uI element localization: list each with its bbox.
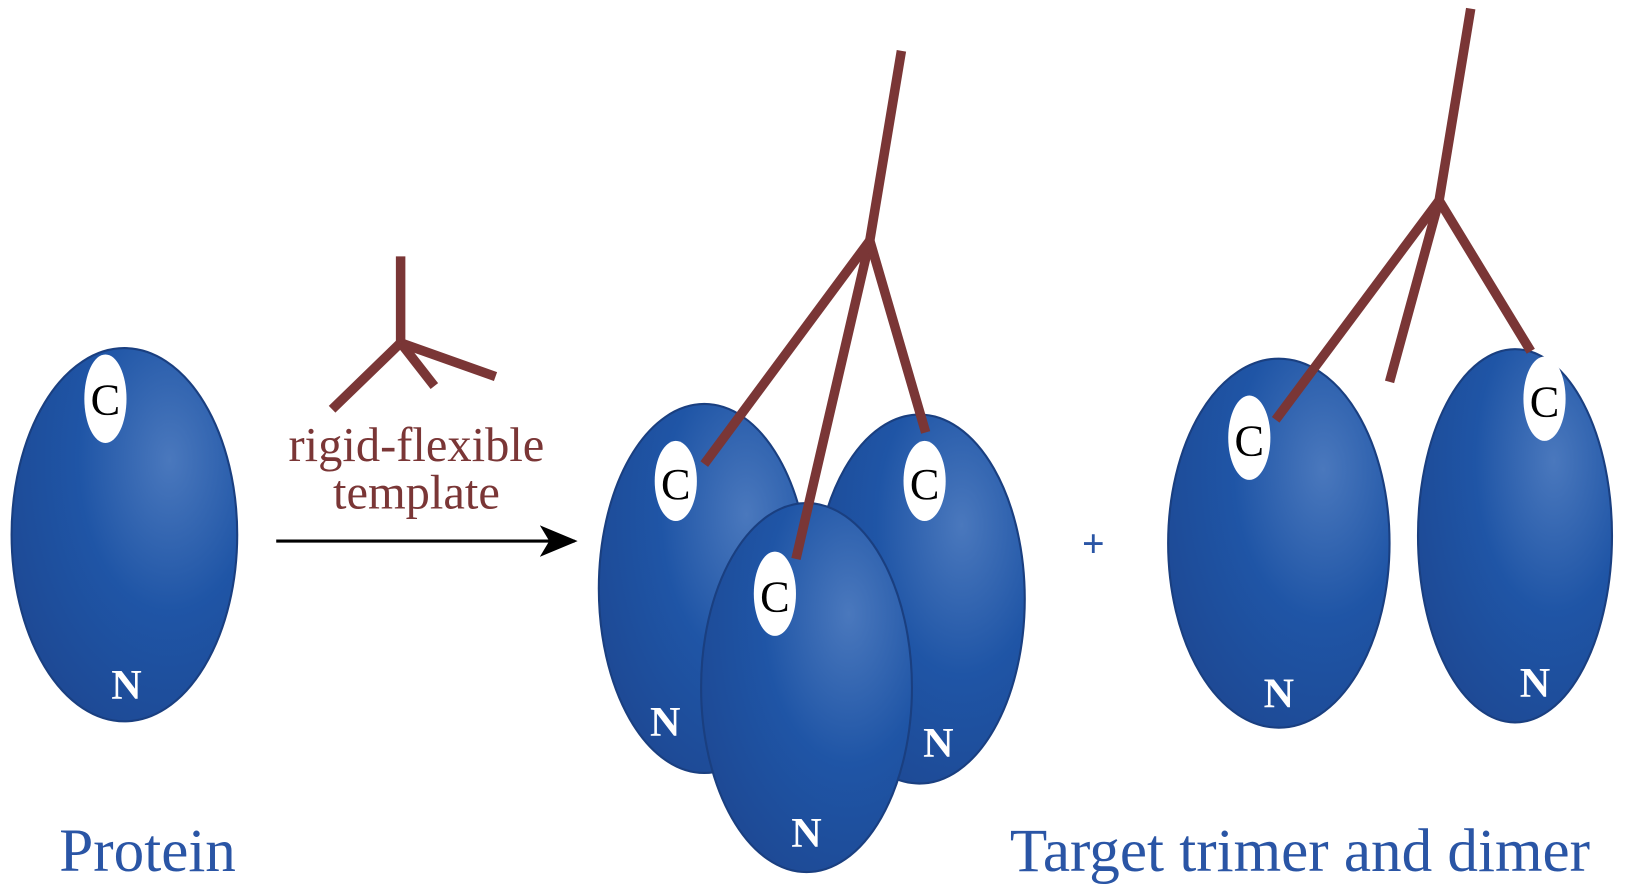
c-terminus-pocket (84, 354, 127, 443)
protein-body (10, 347, 239, 723)
target-dimer: C N C N (1167, 7, 1614, 729)
c-terminus-label: C (91, 376, 121, 425)
protein-monomer: C N (10, 347, 239, 723)
n-terminus-label: N (923, 720, 953, 767)
dimer-protein-left (1167, 357, 1391, 729)
c-terminus-label: C (910, 460, 940, 509)
dimer-template (1271, 7, 1535, 423)
n-terminus-label: N (1264, 671, 1294, 718)
trimer-template (700, 50, 931, 561)
c-terminus-label: C (661, 460, 691, 509)
caption-protein: Protein (59, 818, 236, 885)
dimer-protein-right (1416, 348, 1614, 724)
n-terminus-label: N (111, 662, 141, 709)
reagent-label-line1: rigid-flexible (289, 419, 545, 472)
plus-sign: + (1082, 521, 1105, 566)
target-trimer: C N C N C N (597, 50, 1026, 874)
c-terminus-label: C (760, 573, 790, 622)
reagent-label-line2: template (333, 466, 500, 519)
c-terminus-label: C (1235, 417, 1265, 466)
template-molecule (328, 256, 498, 413)
caption-target: Target trimer and dimer (1010, 818, 1590, 885)
n-terminus-label: N (791, 810, 821, 857)
n-terminus-label: N (650, 699, 680, 746)
c-terminus-label: C (1530, 378, 1560, 427)
n-terminus-label: N (1520, 660, 1550, 707)
